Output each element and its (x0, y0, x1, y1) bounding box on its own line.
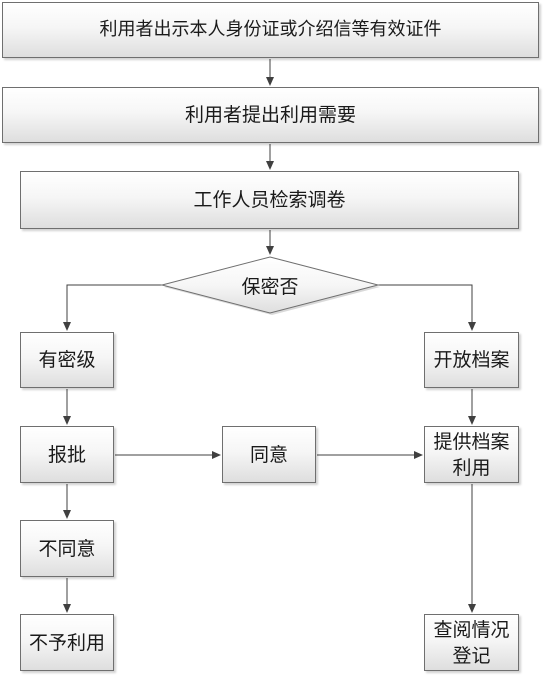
step-classified: 有密级 (20, 332, 114, 388)
step-record: 查阅情况 登记 (424, 614, 519, 671)
step-record-label: 查阅情况 登记 (433, 618, 510, 667)
step-deny: 不予利用 (20, 614, 114, 671)
step-provide: 提供档案 利用 (424, 426, 519, 483)
step-report: 报批 (20, 426, 114, 483)
step-disagree: 不同意 (20, 520, 114, 577)
step-classified-label: 有密级 (38, 349, 96, 371)
step-disagree-label: 不同意 (38, 537, 96, 560)
step-show-id: 利用者出示本人身份证或介绍信等有效证件 (2, 2, 539, 58)
step-agree: 同意 (222, 426, 316, 483)
step-request: 利用者提出利用需要 (2, 87, 539, 143)
step-open-archive-label: 开放档案 (433, 349, 510, 371)
step-show-id-label: 利用者出示本人身份证或介绍信等有效证件 (99, 19, 442, 40)
step-request-label: 利用者提出利用需要 (184, 104, 356, 126)
step-deny-label: 不予利用 (28, 631, 105, 654)
step-retrieve: 工作人员检索调卷 (20, 171, 519, 229)
decision-label: 保密否 (241, 275, 299, 298)
arrow-decision-to-open (378, 284, 476, 331)
arrow-decision-to-classified (63, 284, 162, 331)
step-report-label: 报批 (47, 443, 86, 466)
step-open-archive: 开放档案 (424, 332, 519, 388)
decision-diamond (160, 256, 380, 314)
step-agree-label: 同意 (249, 443, 288, 466)
step-provide-label: 提供档案 利用 (433, 430, 510, 479)
step-retrieve-label: 工作人员检索调卷 (193, 189, 346, 211)
